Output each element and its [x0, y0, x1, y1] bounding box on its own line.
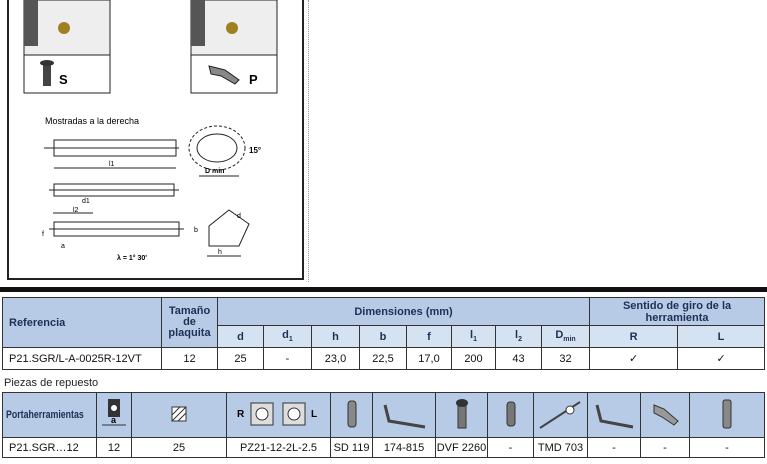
cell: P21.SGR/L-A-0025R-12VT	[2, 347, 162, 370]
col-dmin: Dmin	[540, 325, 591, 348]
cell: 25	[131, 437, 227, 458]
header-referencia: Referencia	[2, 297, 162, 348]
cell: ✓	[677, 347, 766, 370]
divider	[308, 0, 309, 282]
svg-text:f: f	[42, 231, 44, 238]
col-d1-label: d	[282, 329, 289, 342]
svg-text:h: h	[218, 249, 222, 256]
col-l1-sub: 1	[473, 336, 477, 344]
hex-key-icon	[372, 392, 436, 438]
col-l: L	[677, 325, 766, 348]
col-dmin-label: D	[555, 329, 564, 342]
svg-text:L: L	[311, 409, 317, 420]
col-l2-label: l	[515, 329, 519, 342]
cell: ✓	[589, 347, 679, 370]
header-dimensiones: Dimensiones (mm)	[216, 297, 591, 326]
svg-text:b: b	[194, 227, 198, 234]
torx-screw-icon	[487, 392, 534, 438]
col-d: d	[217, 325, 264, 348]
col-r: R	[589, 325, 679, 348]
col-dmin-sub: min	[563, 336, 576, 344]
svg-text:15°: 15°	[249, 146, 261, 155]
torx-key-icon	[533, 392, 588, 438]
cell: -	[640, 437, 690, 458]
svg-text:a: a	[61, 243, 65, 250]
cell: DVF 2260	[435, 437, 488, 458]
col-l2: l2	[495, 325, 542, 348]
svg-text:P: P	[249, 72, 258, 87]
col-l1-label: l	[470, 329, 474, 342]
section-bar	[0, 287, 767, 292]
clamp-screw-icon	[689, 392, 765, 438]
col-f: f	[406, 325, 452, 348]
cell: SD 119	[330, 437, 373, 458]
col-d1: d1	[263, 325, 312, 348]
col-d1-sub: 1	[288, 336, 293, 344]
cell: -	[263, 347, 312, 370]
col-h: h	[311, 325, 360, 348]
svg-text:l2: l2	[73, 207, 79, 214]
svg-text:a: a	[111, 415, 117, 425]
col-b: b	[359, 325, 407, 348]
cell: 25	[217, 347, 264, 370]
svg-text:d1: d1	[82, 198, 90, 205]
cell: P21.SGR…12	[2, 437, 97, 458]
svg-text:λ = 1° 30': λ = 1° 30'	[117, 254, 147, 262]
hex-key-2-icon	[587, 392, 641, 438]
table-row: P21.SGR…12 12 25 PZ21-12-2L-2.5 SD 119 1…	[2, 437, 765, 458]
screw-icon	[40, 60, 54, 86]
cell: 174-815	[372, 437, 436, 458]
cell: 17,0	[406, 347, 452, 370]
insert-screw-icon	[435, 392, 488, 438]
cell: 23,0	[311, 347, 360, 370]
clamp-icon	[640, 392, 690, 438]
header-portaherramientas: Portaherramientas	[6, 409, 84, 421]
svg-text:D min: D min	[205, 168, 224, 175]
svg-text:l1: l1	[109, 161, 115, 168]
svg-text:d: d	[237, 213, 241, 220]
spares-title: Piezas de repuesto	[4, 377, 99, 389]
cell: 12	[161, 347, 218, 370]
cell: -	[487, 437, 534, 458]
dimensions-table: Referencia Tamaño de plaquita Dimensione…	[2, 297, 766, 370]
cell: 200	[451, 347, 496, 370]
clamp-icon	[208, 65, 240, 85]
svg-text:Mostradas a la derecha: Mostradas a la derecha	[45, 116, 139, 126]
cell: PZ21-12-2L-2.5	[226, 437, 331, 458]
cell: 12	[96, 437, 132, 458]
header-tamano: Tamaño de plaquita	[161, 297, 218, 348]
hatched-square-icon	[131, 392, 227, 438]
cell: 32	[540, 347, 591, 370]
cell: 22,5	[359, 347, 407, 370]
cell: 43	[495, 347, 542, 370]
tool-diagram-panel: S P Mostradas a la derecha 15° l1 D min …	[7, 0, 304, 280]
table-row: P21.SGR/L-A-0025R-12VT 12 25 - 23,0 22,5…	[2, 347, 766, 370]
svg-text:S: S	[59, 72, 68, 87]
shim-screw-icon	[330, 392, 373, 438]
col-l2-sub: 2	[518, 336, 522, 344]
svg-text:R: R	[237, 409, 245, 420]
cell: -	[689, 437, 765, 458]
insert-size-icon: a	[96, 392, 132, 438]
header-portaherramientas-cell: Portaherramientas	[2, 392, 97, 438]
header-sentido: Sentido de giro de la herramienta	[589, 297, 766, 326]
boring-bar-drawing: S P Mostradas a la derecha 15° l1 D min …	[23, 0, 278, 262]
col-l1: l1	[451, 325, 496, 348]
cell: TMD 703	[533, 437, 588, 458]
cell: -	[587, 437, 641, 458]
